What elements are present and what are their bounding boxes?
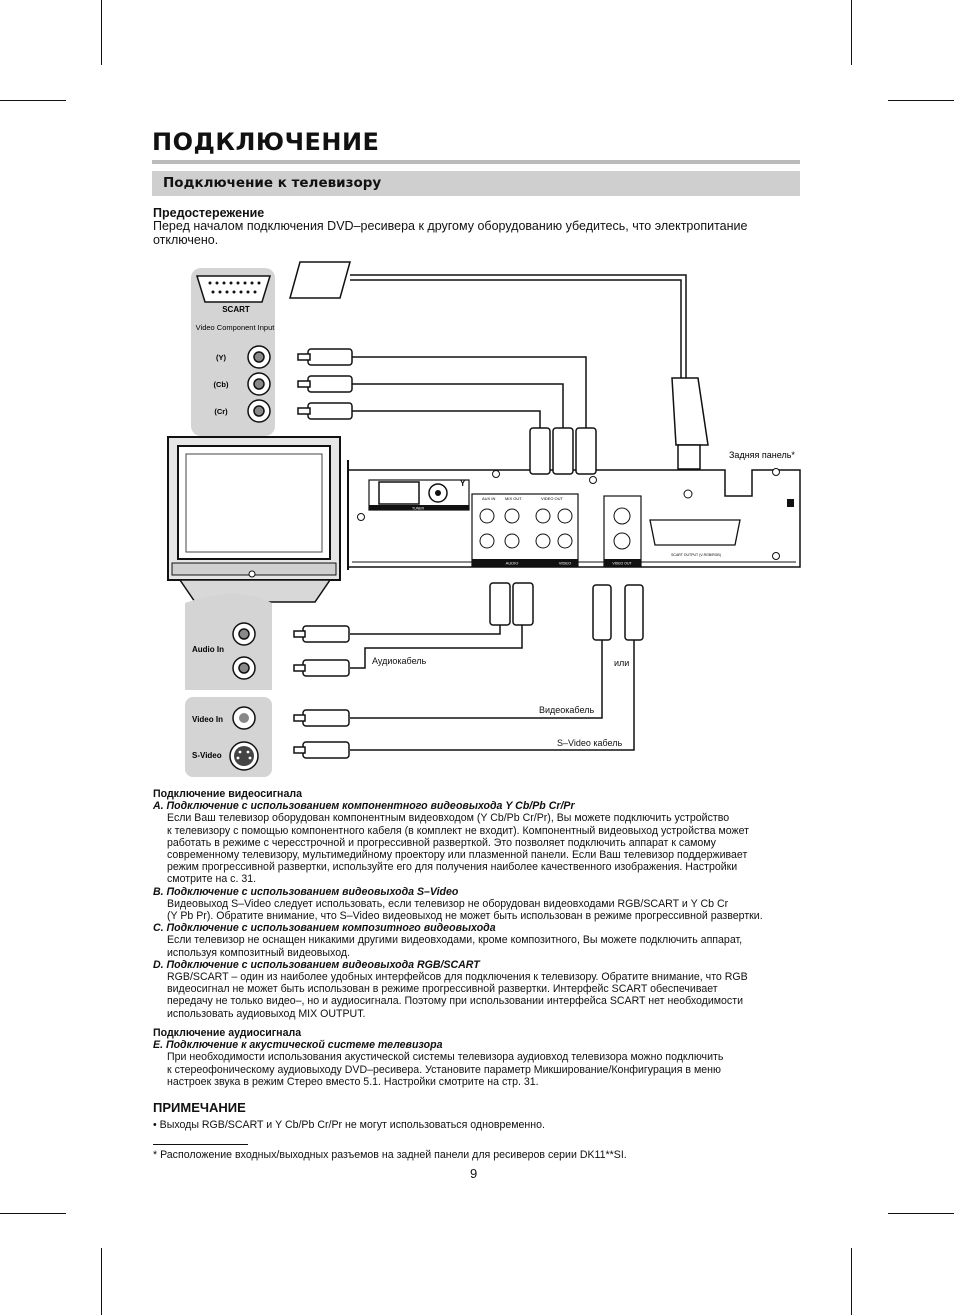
- cr-label: (Cr): [214, 407, 228, 416]
- a-line: Если Ваш телевизор оборудован компонентн…: [167, 812, 730, 825]
- rear-panel-label: Задняя панель*: [729, 450, 795, 460]
- y-label: (Y): [216, 353, 227, 362]
- d-title: D. Подключение с использованием видеовых…: [153, 958, 480, 971]
- crop-mark: [851, 0, 852, 65]
- e-title: E. Подключение к акустической системе те…: [153, 1039, 443, 1052]
- crop-mark: [0, 1213, 66, 1214]
- video-component-label: Video Component Input: [196, 323, 276, 332]
- d-line: передачу не только видео–, но и аудиосиг…: [167, 995, 743, 1008]
- d-line: RGB/SCART – один из наиболее удобных инт…: [167, 971, 748, 984]
- panel-scart-label: SCART OUTPUT (V-RGB/RGB): [671, 553, 721, 557]
- s-video-cable-label: S–Video кабель: [557, 738, 623, 748]
- page-title: ПОДКЛЮЧЕНИЕ: [152, 128, 380, 156]
- receiver-rear-panel: Y TUNER AUDIO VIDEO AUX IN MIX OUT VIDEO…: [347, 450, 801, 570]
- cb-label: (Cb): [214, 380, 229, 389]
- tv-component-panel: SCART Video Component Input (Y) (Cb) (Cr…: [191, 268, 275, 436]
- d-line: видеосигнал не может быть использован в …: [167, 983, 718, 996]
- audio-section: Подключение аудиосигнала E. Подключение …: [153, 1027, 813, 1088]
- b-line: Видеовыход S–Video следует использовать,…: [167, 897, 729, 910]
- panel-video-label: VIDEO: [559, 561, 571, 566]
- video-in-label: Video In: [192, 715, 223, 724]
- c-line: используя композитный видеовыход.: [167, 946, 351, 959]
- e-line: настроек звука в режим Стерео вместо 5.1…: [167, 1075, 539, 1088]
- audio-title: Подключение аудиосигнала: [153, 1027, 302, 1039]
- a-line: к телевизору с помощью компонентного каб…: [167, 824, 750, 837]
- panel-video-out2: VIDEO OUT: [612, 562, 632, 566]
- or-label: или: [614, 658, 629, 668]
- component-cables: [297, 348, 597, 475]
- a-line: работать в режиме с чересстрочной и прог…: [167, 836, 716, 849]
- note-title: ПРИМЕЧАНИЕ: [153, 1100, 246, 1115]
- audio-cable-label: Аудиокабель: [372, 656, 427, 666]
- note-text: • Выходы RGB/SCART и Y Cb/Pb Cr/Pr не мо…: [153, 1119, 545, 1131]
- crop-mark: [0, 100, 66, 101]
- footnote-rule: [153, 1144, 248, 1145]
- crop-mark: [888, 100, 954, 101]
- a-line: смотрите на с. 31.: [167, 873, 257, 886]
- connection-diagram: SCART Video Component Input (Y) (Cb) (Cr…: [167, 261, 801, 777]
- a-title: A. Подключение с использованием компонен…: [153, 800, 575, 813]
- panel-aux-in: AUX IN: [482, 496, 495, 501]
- c-line: Если телевизор не оснащен никакими други…: [167, 934, 743, 947]
- panel-mix-out: MIX OUT: [505, 496, 522, 501]
- tv-video-panel: Video In S-Video: [185, 697, 272, 777]
- crop-mark: [101, 0, 102, 65]
- title-rule: [152, 160, 800, 164]
- crop-mark: [888, 1213, 954, 1214]
- audio-in-label: Audio In: [192, 645, 224, 654]
- page-number: 9: [470, 1166, 478, 1181]
- scart-socket-icon: [195, 275, 272, 303]
- b-line: (Y Pb Pr). Обратите внимание, что S–Vide…: [167, 910, 763, 923]
- s-video-label: S-Video: [192, 751, 222, 760]
- audio-cables: Аудиокабель: [293, 582, 534, 677]
- c-title: C. Подключение с использованием композит…: [153, 922, 496, 935]
- video-section: Подключение видеосигнала A. Подключение …: [153, 788, 813, 1020]
- section-title: Подключение к телевизору: [163, 175, 382, 191]
- e-line: к стереофоническому аудиовыходу DVD–реси…: [167, 1063, 721, 1076]
- crop-mark: [101, 1248, 102, 1315]
- caution-text: Перед началом подключения DVD–ресивера к…: [153, 219, 748, 247]
- e-line: При необходимости использования акустиче…: [167, 1051, 724, 1064]
- tv-icon: [167, 436, 341, 603]
- scart-cable: [289, 261, 709, 470]
- a-line: режим прогрессивной развертки, используй…: [167, 861, 738, 874]
- panel-audio-label: AUDIO: [506, 561, 519, 566]
- caution-title: Предостережение: [153, 206, 265, 220]
- b-title: B. Подключение с использованием видеовых…: [153, 885, 459, 898]
- video-cable-label: Видеокабель: [539, 705, 594, 715]
- crop-mark: [851, 1248, 852, 1315]
- footnote: * Расположение входных/выходных разъемов…: [153, 1149, 627, 1161]
- a-line: современному телевизору, мультимедийному…: [167, 849, 748, 862]
- panel-video-out: VIDEO OUT: [541, 496, 564, 501]
- section-header: Подключение к телевизору: [152, 171, 800, 196]
- tv-audio-panel: Audio In: [185, 594, 272, 690]
- video-cables: или Видеокабель S–Video кабель: [293, 584, 644, 759]
- tuner-label: TUNER: [412, 507, 425, 511]
- scart-label: SCART: [222, 305, 250, 314]
- video-title: Подключение видеосигнала: [153, 788, 302, 800]
- d-line: использовать аудиовыход MIX OUTPUT.: [167, 1007, 366, 1020]
- svg-text:Y: Y: [460, 479, 466, 488]
